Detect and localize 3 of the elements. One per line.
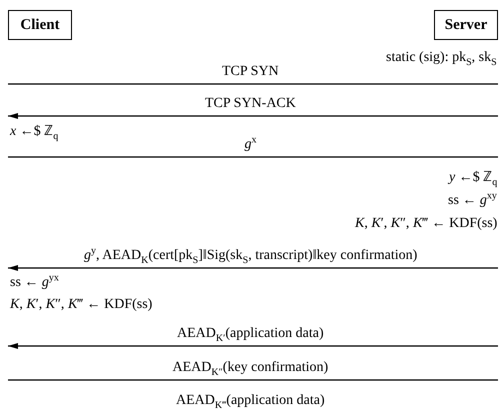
participant-box: Client [8, 10, 72, 40]
participant-box: Server [434, 10, 498, 40]
message-label: AEAD$_{K‴}$(application data) [176, 393, 325, 409]
